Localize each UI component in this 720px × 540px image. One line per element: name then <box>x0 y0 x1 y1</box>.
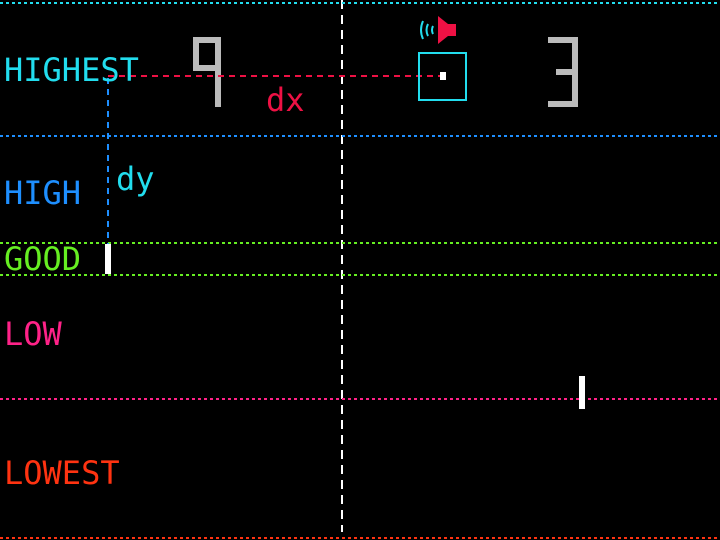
speaker-sound-icon[interactable] <box>420 16 456 44</box>
zone-label-highest: HIGHEST <box>4 51 139 89</box>
zone-label-lowest: LOWEST <box>4 454 120 492</box>
ball-target-box <box>418 52 467 101</box>
score-left-digit <box>193 37 221 107</box>
ball <box>440 72 446 80</box>
zone-label-high: HIGH <box>4 174 82 212</box>
left-paddle <box>105 244 111 274</box>
zone-label-good: GOOD <box>4 240 82 278</box>
zone-label-low: LOW <box>4 315 62 353</box>
dy-label: dy <box>116 160 155 198</box>
dx-label: dx <box>266 81 305 119</box>
right-paddle <box>579 376 585 409</box>
score-right-digit <box>548 37 578 107</box>
